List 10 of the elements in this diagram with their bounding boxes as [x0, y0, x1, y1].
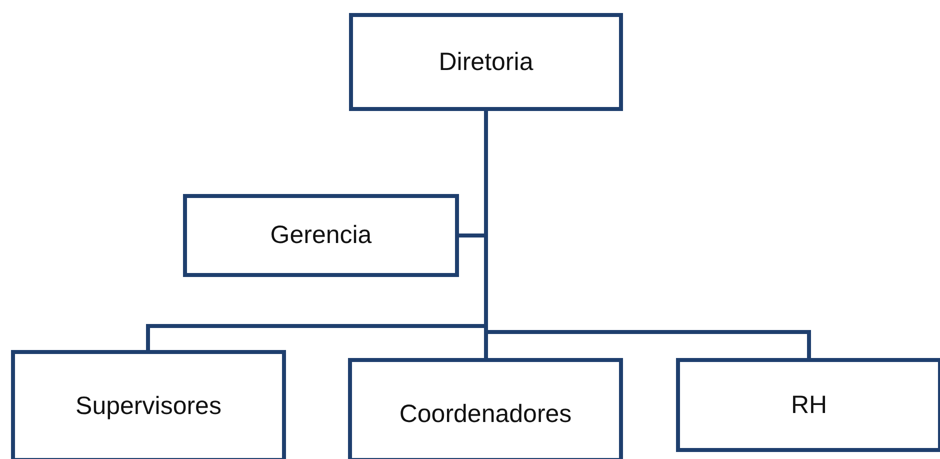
box-label: Diretoria [438, 48, 534, 76]
org-box [183, 194, 459, 277]
org-box [11, 350, 286, 459]
box-label: Supervisores [76, 392, 222, 421]
box-label: RH [790, 390, 828, 420]
org-box [676, 358, 940, 452]
org-box [349, 13, 623, 111]
box-label: Coordenadores [399, 400, 572, 429]
box-label: Gerencia [270, 221, 372, 250]
org-box [348, 358, 623, 459]
